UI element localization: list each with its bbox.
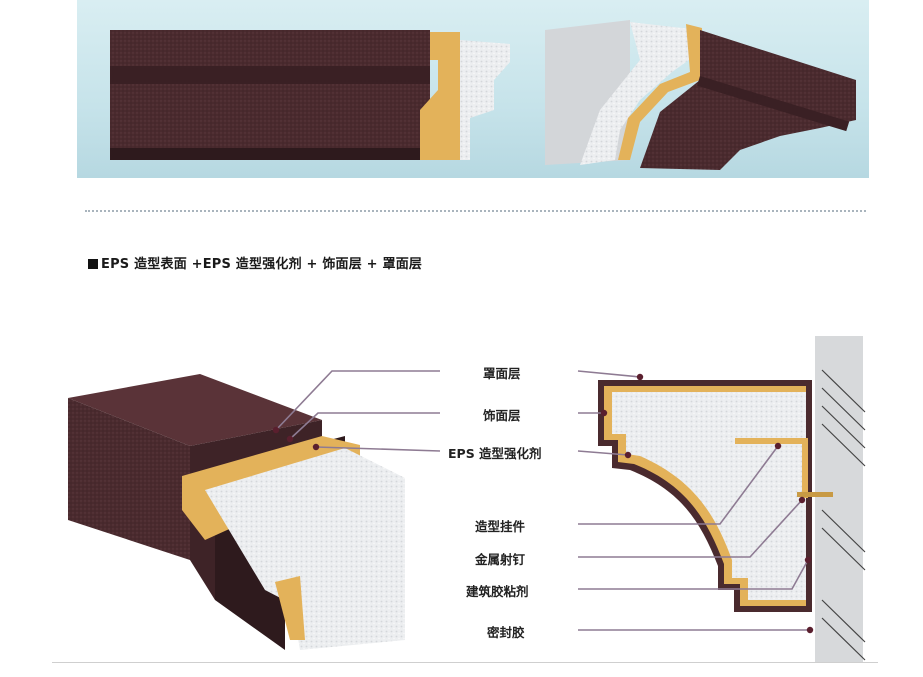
wall-hatching [821,369,866,661]
dotted-divider [85,210,866,212]
callout-face-coat: 罩面层 [483,366,521,381]
composition-heading: EPS 造型表面 +EPS 造型强化剂 + 饰面层 + 罩面层 [88,253,422,272]
bullet-square-icon [88,259,98,269]
callout-metal-nail: 金属射钉 [475,552,526,567]
section-diagram [598,336,866,662]
top-right-molding-render [545,20,856,170]
callout-hanger: 造型挂件 [475,519,526,534]
callout-sealant: 密封胶 [487,625,525,640]
top-left-molding-render [110,30,510,160]
callout-adhesive: 建筑胶粘剂 [466,584,529,599]
callout-finish-layer: 饰面层 [483,408,521,423]
callout-pins [272,373,814,634]
composition-heading-text: EPS 造型表面 +EPS 造型强化剂 + 饰面层 + 罩面层 [101,257,423,272]
leader-lines [275,370,810,631]
cutaway-block-render [68,374,405,650]
callout-eps-hardener: EPS 造型强化剂 [448,446,542,461]
bottom-rule [52,662,878,663]
